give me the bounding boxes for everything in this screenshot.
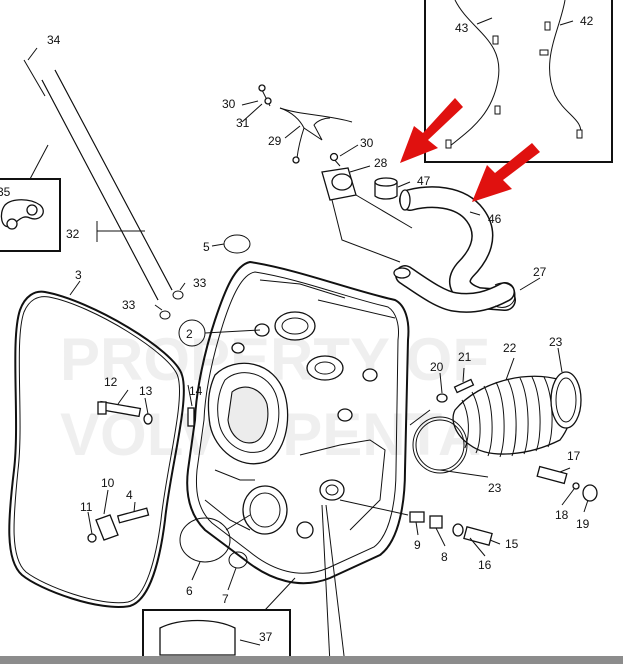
inset-clip-box [0,144,61,252]
red-arrow-lower [472,143,540,202]
callout-16: 16 [478,558,492,572]
sensor-17 [536,465,598,502]
callout-7: 7 [222,592,229,606]
callout-2: 2 [186,327,193,341]
bottom-part-37 [142,577,296,664]
studs-left [87,384,195,543]
bolt-21 [409,378,475,426]
callout-11: 11 [80,500,93,514]
callout-8: 8 [441,550,448,564]
callout-23-lower: 23 [488,481,502,495]
callout-31: 31 [236,116,250,130]
callout-46: 46 [488,212,502,226]
callout-6: 6 [186,584,193,598]
hose-27 [393,265,516,313]
callout-43: 43 [455,21,469,35]
callout-34: 34 [47,33,61,47]
callout-5: 5 [203,240,210,254]
callout-15: 15 [505,537,519,551]
callout-22: 22 [503,341,517,355]
rods [23,47,173,301]
callout-30-right: 30 [360,136,374,150]
callout-14: 14 [189,384,203,398]
hose-46 [399,186,516,311]
callout-20: 20 [430,360,444,374]
callout-21: 21 [458,350,472,364]
callout-19: 19 [576,517,590,531]
callout-3: 3 [75,268,82,282]
callout-35: 35 [0,185,11,199]
callout-23-upper: 23 [549,335,563,349]
callout-13: 13 [139,384,153,398]
callout-12: 12 [104,375,118,389]
callout-17: 17 [567,449,581,463]
callout-18: 18 [555,508,569,522]
callout-10: 10 [101,476,115,490]
bottom-scroll-bar [0,656,623,664]
callout-labels: 2 3 4 5 6 7 8 9 10 11 12 13 14 15 16 17 … [0,14,594,644]
callout-33-upper: 33 [193,276,207,290]
exhaust-bellows [412,371,582,474]
large-gasket [8,290,185,608]
callout-9: 9 [414,538,421,552]
main-housing [186,260,410,585]
callout-4: 4 [126,488,133,502]
callout-28: 28 [374,156,388,170]
callout-37: 37 [259,630,273,644]
leader-lines [87,100,589,664]
sensor-wire [258,84,353,164]
callout-33-lower: 33 [122,298,136,312]
callout-32: 32 [66,227,80,241]
callout-29: 29 [268,134,282,148]
red-arrow-upper [400,98,463,163]
thermostat-housing [321,152,413,263]
callout-30-left: 30 [222,97,236,111]
callout-42: 42 [580,14,594,28]
callout-47: 47 [417,174,431,188]
callout-27: 27 [533,265,547,279]
